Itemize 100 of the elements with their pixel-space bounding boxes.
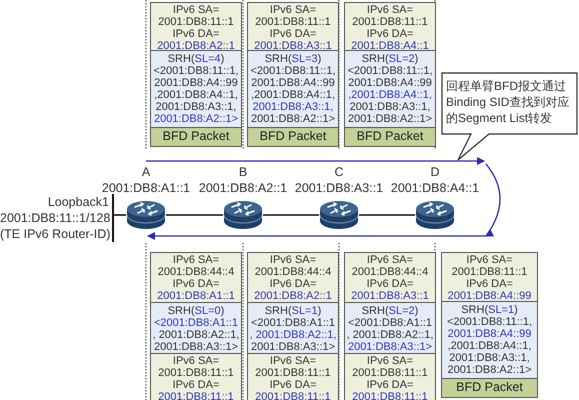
- segment-address: <2001:DB8:11::1,: [446, 316, 534, 328]
- field-label: IPv6 DA=: [172, 379, 220, 391]
- packet-header-box: [344, 252, 436, 303]
- segment-address: <2001:DB8:11::1,: [152, 65, 240, 77]
- loopback-label: (TE IPv6 Router-ID): [0, 226, 109, 242]
- segment-address: ,2001:DB8:A4::1,: [250, 89, 336, 101]
- bfd-packet-box: [247, 127, 339, 147]
- segment-address: <2001:DB8:A1::1: [250, 317, 336, 329]
- packet-header-box: [247, 252, 339, 303]
- srh-heading: SRH(SL=1): [264, 305, 322, 317]
- bfd-packet-box: [150, 127, 242, 147]
- ip-address: 2001:DB8:A2::1: [198, 181, 288, 195]
- field-label: IPv6 DA=: [268, 379, 318, 391]
- bfd-label: BFD Packet: [162, 129, 230, 143]
- segment-address: , 2001:DB8:A2::1,: [346, 329, 434, 341]
- bfd-label: BFD Packet: [260, 129, 326, 143]
- destination-address: 2001:DB8:A2::1: [156, 40, 236, 52]
- packet-header-box: [344, 353, 436, 400]
- segment-address: <2001:DB8:11::1,: [249, 65, 337, 77]
- segment-address: 2001:DB8:A3::1,: [154, 101, 238, 113]
- link-line: [359, 214, 415, 216]
- segment-address: <2001:DB8:A1::1: [152, 317, 240, 329]
- link-line: [263, 214, 319, 216]
- source-address-text: IPv6 SA= 2001:DB8:11::1: [351, 4, 429, 28]
- source-address-text: IPv6 SA= 2001:DB8:11::1: [351, 355, 429, 379]
- segment-address: , 2001:DB8:A2::1,: [248, 329, 338, 341]
- ip-address: 2001:DB8:A1::1: [102, 181, 190, 195]
- router-name: D: [430, 165, 440, 179]
- bfd-label: BFD Packet: [456, 380, 523, 394]
- segment-address: 2001:DB8:A4::99: [153, 77, 239, 89]
- destination-address: 2001:DB8:A4::99: [446, 290, 532, 302]
- ip-address: 2001:DB8:A4::1: [390, 181, 480, 195]
- segment-address: 2001:DB8:A2::1>: [152, 113, 240, 125]
- source-address-text: IPv6 SA= 2001:DB8:11::1: [254, 4, 332, 28]
- destination-address: 2001:DB8:A3::1: [253, 40, 333, 52]
- link-line: [166, 214, 223, 216]
- destination-address: 2001:DB8:A2::1: [253, 290, 333, 302]
- segment-address: ,2001:DB8:A4::1,: [446, 340, 532, 352]
- segment-address: 2001:DB8:A3::1>: [346, 341, 434, 353]
- segment-routing-header-box: [441, 301, 538, 379]
- srh-heading: SRH(SL=4): [166, 53, 226, 65]
- source-address-text: IPv6 SA= 2001:DB8:11::1: [254, 355, 332, 379]
- field-label: IPv6 DA=: [172, 28, 220, 40]
- callout-bubble: [441, 72, 578, 161]
- field-label: IPv6 DA=: [366, 379, 414, 391]
- segment-address: 2001:DB8:A3::1>: [152, 341, 240, 353]
- source-address-text: IPv6 SA= 2001:DB8:44::4: [350, 254, 430, 278]
- field-label: IPv6 DA=: [366, 28, 414, 40]
- packet-header-box: [441, 252, 538, 302]
- field-label: IPv6 DA=: [268, 28, 318, 40]
- segment-address: , 2001:DB8:A2::1,: [152, 329, 240, 341]
- segment-address: 2001:DB8:A4::99: [446, 328, 532, 340]
- source-address-text: IPv6 SA= 2001:DB8:11::1: [157, 355, 235, 379]
- destination-address: 2001:DB8:11::1: [254, 391, 332, 400]
- segment-address: 2001:DB8:A2::1>: [446, 364, 533, 376]
- segment-address: <2001:DB8:A1::1: [346, 317, 434, 329]
- segment-address: ,2001:DB8:A4::1,: [153, 89, 239, 101]
- segment-address: ,2001:DB8:A4::1,: [347, 89, 433, 101]
- packet-header-box: [247, 353, 339, 400]
- segment-routing-header-box: [344, 50, 436, 128]
- field-label: IPv6 DA=: [366, 278, 414, 290]
- bfd-label: BFD Packet: [356, 129, 424, 143]
- segment-routing-header-box: [247, 50, 339, 128]
- source-address-text: IPv6 SA= 2001:DB8:44::4: [156, 254, 236, 278]
- field-label: IPv6 DA=: [465, 278, 514, 290]
- packet-header-box: [247, 2, 339, 51]
- destination-address: 2001:DB8:11::1: [157, 391, 235, 400]
- srh-heading: SRH(SL=2): [360, 305, 420, 317]
- router-name: A: [142, 165, 150, 179]
- destination-address: 2001:DB8:A4::1: [350, 40, 430, 52]
- segment-routing-header-box: [247, 302, 339, 354]
- srh-heading: SRH(SL=3): [264, 53, 322, 65]
- router-name: C: [334, 165, 344, 179]
- segment-address: 2001:DB8:A3::1,: [252, 101, 334, 113]
- segment-routing-header-box: [150, 302, 242, 354]
- loopback-bar: [0, 194, 114, 242]
- segment-address: 2001:DB8:A3::1,: [348, 101, 432, 113]
- callout-text: 回程单臂BFD报文通过Binding SID查找到对应的Segment List转发: [446, 78, 570, 126]
- segment-address: 2001:DB8:A4::99: [347, 77, 433, 89]
- destination-address: 2001:DB8:11::1: [351, 391, 429, 400]
- packet-header-box: [150, 252, 242, 303]
- source-address-text: IPv6 SA= 2001:DB8:11::1: [450, 254, 528, 278]
- segment-address: 2001:DB8:A4::99: [250, 77, 336, 89]
- segment-address: 2001:DB8:A3::1,: [448, 352, 531, 364]
- srh-heading: SRH(SL=2): [360, 53, 420, 65]
- router-name: B: [238, 165, 248, 179]
- field-label: IPv6 DA=: [172, 278, 220, 290]
- segment-routing-header-box: [344, 302, 436, 354]
- segment-address: 2001:DB8:A2::1>: [250, 113, 336, 125]
- srh-heading: SRH(SL=0): [166, 305, 226, 317]
- bfd-packet-box: [344, 127, 436, 147]
- srh-heading: SRH(SL=1): [460, 304, 519, 316]
- segment-address: 2001:DB8:A3::1>: [250, 341, 336, 353]
- packet-header-box: [150, 2, 242, 51]
- destination-address: 2001:DB8:A3::1: [350, 290, 430, 302]
- field-label: IPv6 DA=: [268, 278, 318, 290]
- segment-address: <2001:DB8:11::1,: [346, 65, 434, 77]
- loopback-label: Loopback1: [46, 194, 109, 210]
- source-address-text: IPv6 SA= 2001:DB8:44::4: [254, 254, 332, 278]
- bfd-packet-box: [441, 378, 538, 398]
